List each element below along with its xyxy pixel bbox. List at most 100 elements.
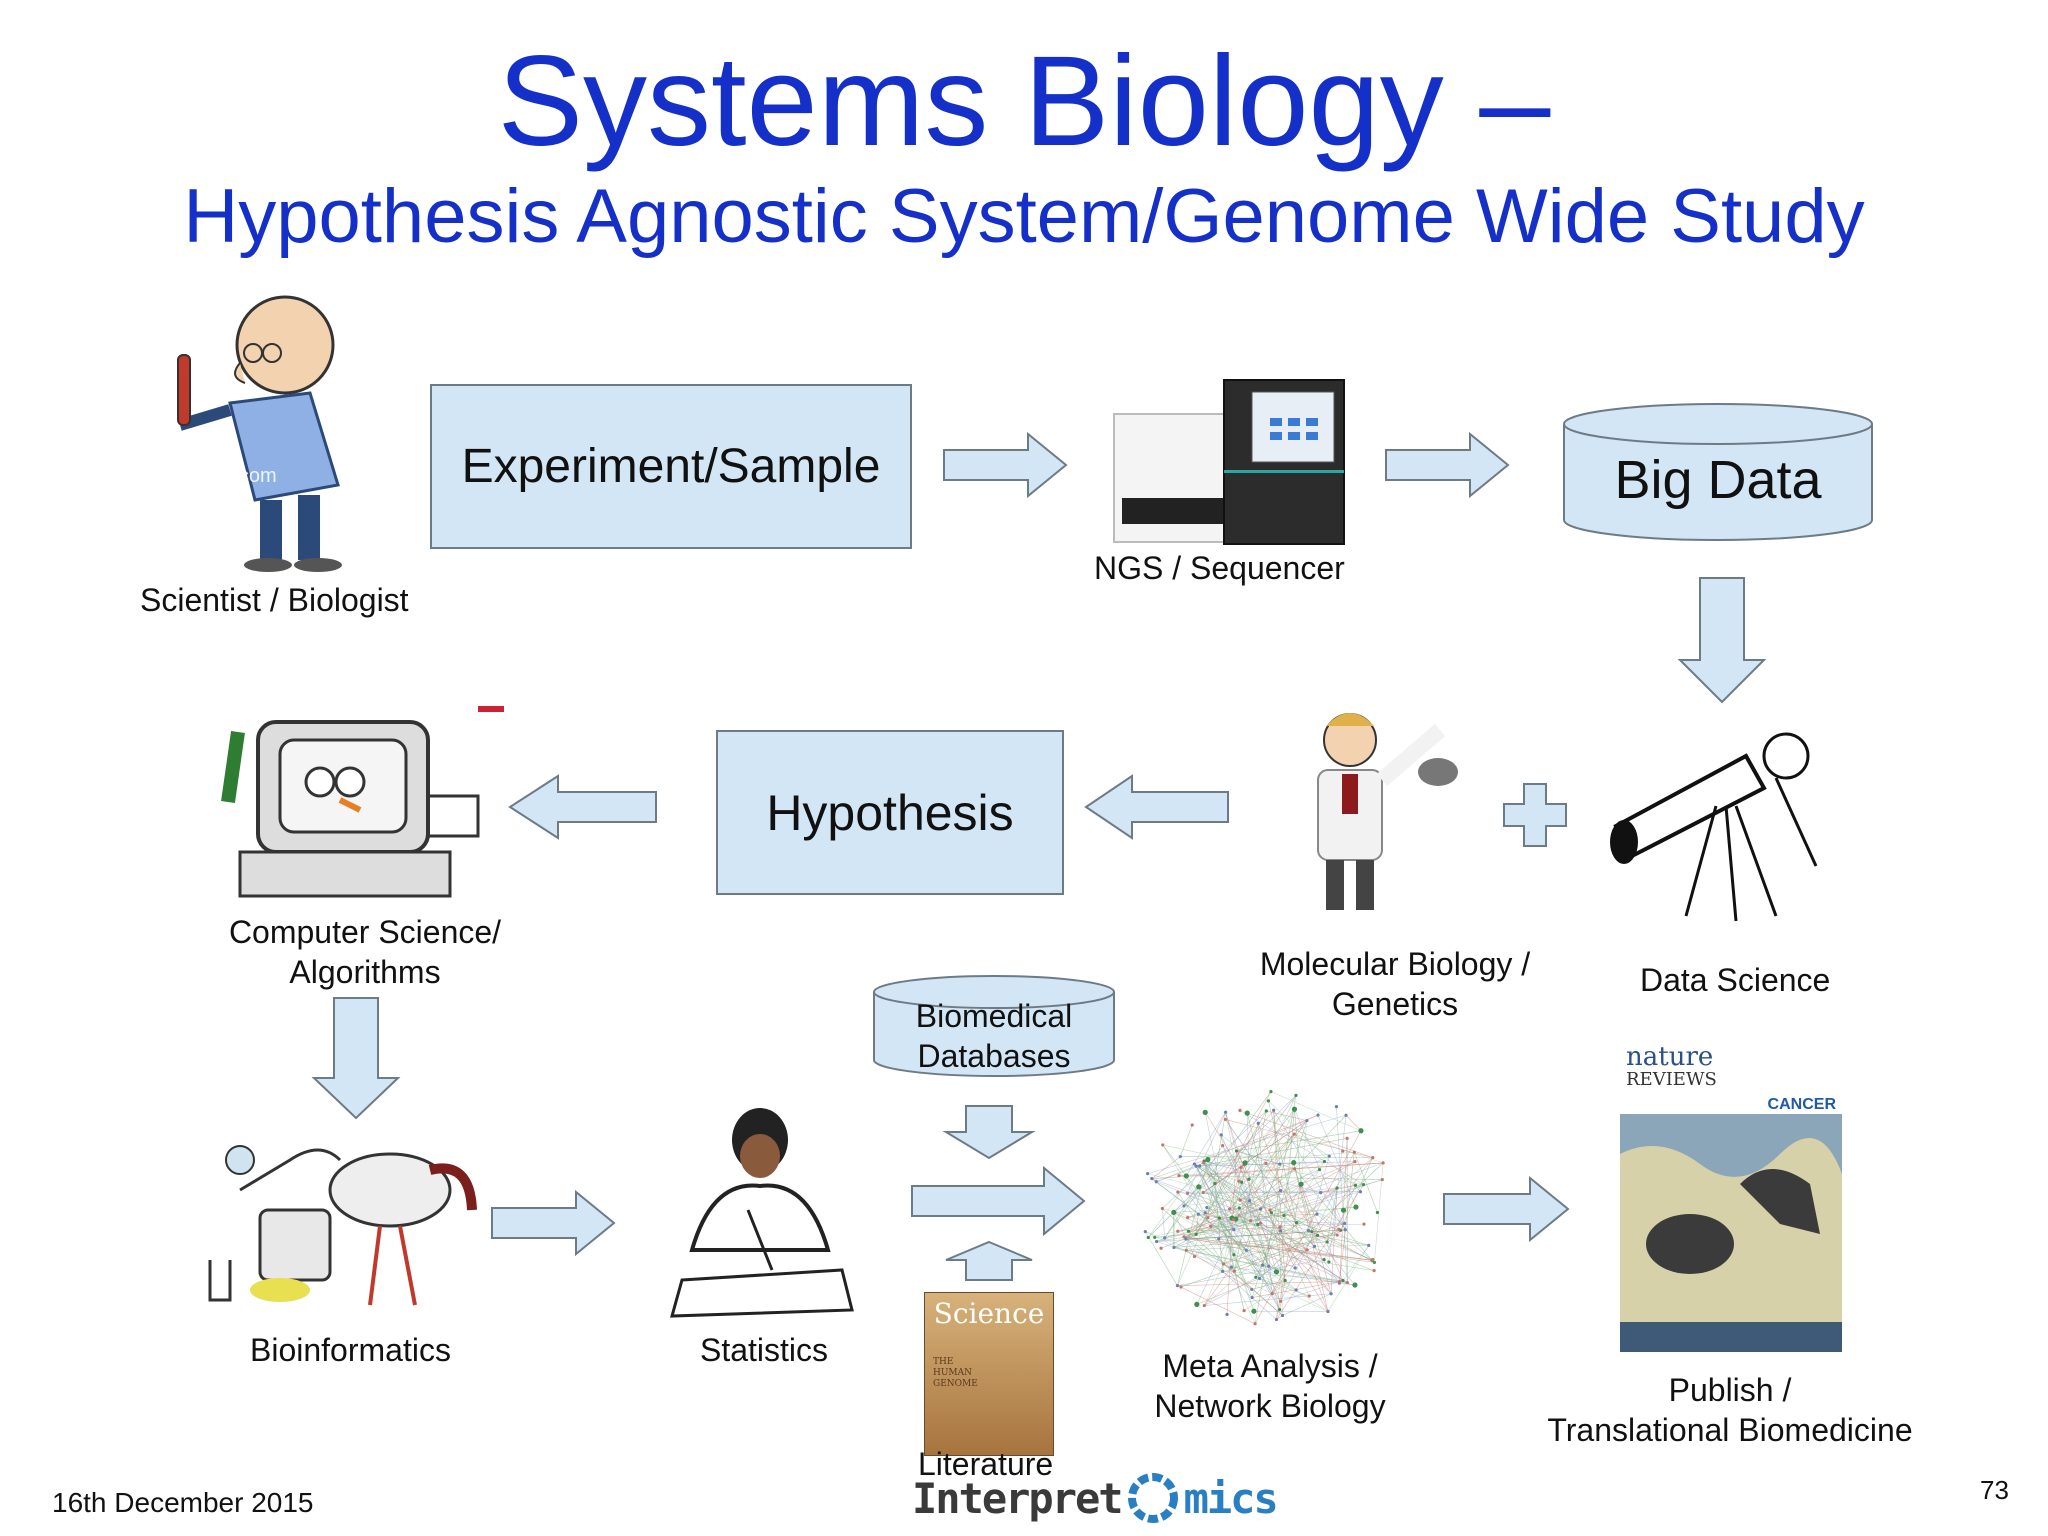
network-node <box>1143 1230 1147 1234</box>
network-node <box>1232 1269 1236 1273</box>
network-edge <box>1162 1208 1166 1239</box>
network-edge <box>1345 1115 1362 1131</box>
network-node <box>1327 1154 1331 1158</box>
network-node <box>1228 1207 1232 1211</box>
network-edge <box>1247 1112 1373 1158</box>
network-node <box>1362 1222 1366 1226</box>
network-node <box>1238 1108 1242 1112</box>
network-edge <box>1238 1109 1295 1182</box>
network-node <box>1185 1191 1190 1195</box>
network-node <box>1221 1262 1226 1266</box>
network-edge <box>1148 1165 1200 1238</box>
molecular-biology-line1: Molecular Biology / <box>1259 946 1531 982</box>
hypothesis-label: Hypothesis <box>766 784 1014 841</box>
network-edge <box>1265 1163 1318 1236</box>
data-science-label: Data Science <box>1640 962 1831 998</box>
network-node <box>1232 1253 1236 1257</box>
bioinformatics-label: Bioinformatics <box>250 1332 451 1368</box>
network-node <box>1322 1159 1327 1164</box>
network-node <box>1183 1173 1189 1179</box>
network-edge <box>1311 1231 1356 1286</box>
network-edge <box>1219 1206 1356 1219</box>
network-node <box>1194 1232 1198 1236</box>
network-node <box>1159 1246 1163 1250</box>
network-edge <box>1177 1159 1209 1286</box>
network-node <box>1298 1181 1304 1187</box>
network-edge <box>1156 1165 1200 1183</box>
network-node <box>1240 1180 1244 1184</box>
network-node <box>1254 1275 1258 1279</box>
network-edge <box>1203 1120 1308 1193</box>
network-node <box>1221 1269 1225 1273</box>
cover-art <box>1620 1114 1842 1352</box>
computer-science-label: Computer Science/ Algorithms <box>180 912 550 992</box>
network-node <box>1257 1276 1262 1281</box>
network-edge <box>1203 1192 1369 1246</box>
network-node <box>1341 1278 1345 1283</box>
network-edge <box>1177 1281 1340 1286</box>
network-node <box>1344 1113 1348 1117</box>
bioinformatics-image <box>200 1130 480 1310</box>
network-edge <box>1207 1217 1348 1283</box>
network-edge <box>1204 1266 1232 1306</box>
network-node <box>1192 1254 1197 1259</box>
arrow-up-icon <box>945 1240 1033 1281</box>
network-edge <box>1194 1163 1280 1310</box>
science-masthead: Science <box>933 1297 1045 1330</box>
network-node <box>1361 1183 1366 1187</box>
network-edge <box>1187 1213 1199 1218</box>
network-edge <box>1336 1106 1348 1283</box>
network-node <box>1307 1294 1311 1298</box>
network-node <box>1278 1162 1282 1166</box>
network-node <box>1315 1212 1319 1216</box>
network-edge <box>1195 1214 1199 1235</box>
network-edge <box>1296 1187 1338 1223</box>
network-node <box>1291 1106 1298 1112</box>
network-edge <box>1246 1163 1281 1251</box>
network-node <box>1292 1167 1297 1171</box>
network-node <box>1305 1118 1309 1123</box>
network-edge <box>1271 1157 1373 1294</box>
arrow-right-icon <box>943 431 1068 499</box>
network-node <box>1244 1110 1250 1116</box>
network-node <box>1205 1205 1209 1210</box>
network-edge <box>1276 1184 1302 1320</box>
network-node <box>1171 1209 1177 1216</box>
network-node <box>1206 1216 1210 1220</box>
nature-title: nature <box>1626 1042 1714 1072</box>
network-edge <box>1239 1168 1295 1201</box>
network-node <box>1192 1162 1197 1166</box>
network-edge <box>1273 1110 1281 1165</box>
network-node <box>1217 1216 1222 1220</box>
network-edge <box>1147 1114 1347 1174</box>
network-edge <box>1294 1133 1330 1157</box>
logo-text-right: mics <box>1183 1473 1279 1523</box>
network-node <box>1345 1136 1349 1140</box>
network-node <box>1220 1144 1225 1148</box>
network-edge <box>1204 1246 1315 1306</box>
network-node <box>1372 1269 1376 1273</box>
network-edge <box>1229 1167 1242 1210</box>
network-node <box>1177 1174 1181 1178</box>
network-edge <box>1207 1159 1270 1267</box>
hypothesis-box: Hypothesis <box>716 730 1064 895</box>
red-mark <box>478 706 504 712</box>
network-edge <box>1294 1109 1302 1185</box>
statistics-label: Statistics <box>700 1332 829 1368</box>
network-node <box>1375 1210 1380 1215</box>
reviews-title: REVIEWS <box>1626 1069 1717 1090</box>
network-edge <box>1164 1091 1272 1239</box>
network-edge <box>1180 1124 1193 1157</box>
network-edge <box>1151 1162 1384 1179</box>
network-node <box>1176 1190 1180 1194</box>
network-node <box>1217 1237 1221 1241</box>
network-node <box>1205 1156 1211 1163</box>
network-node <box>1202 1303 1206 1308</box>
ngs-label: NGS / Sequencer <box>1094 550 1345 586</box>
network-node <box>1179 1285 1183 1289</box>
network-node <box>1234 1149 1239 1153</box>
network-node <box>1175 1284 1180 1288</box>
network-node <box>1343 1221 1347 1226</box>
network-node <box>1278 1299 1283 1303</box>
network-node <box>1294 1221 1299 1225</box>
